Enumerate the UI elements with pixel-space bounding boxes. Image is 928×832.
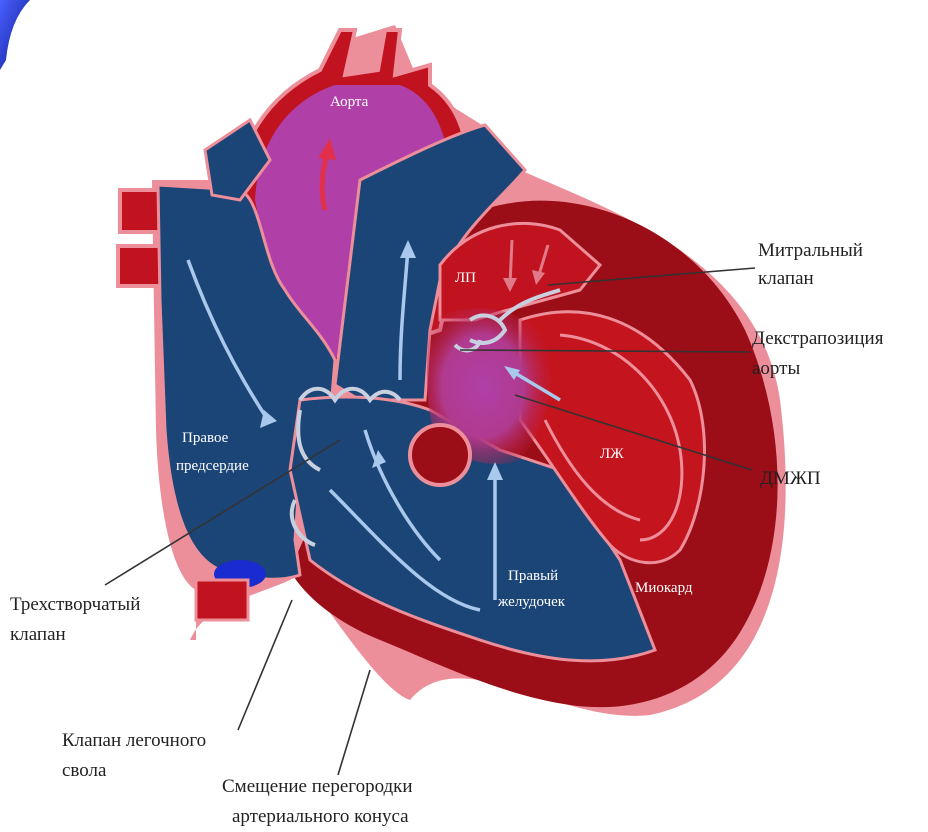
label-tricuspid-1: Трехстворчатый [10, 594, 140, 615]
inferior-vena-cava [196, 580, 248, 620]
label-dextro-2: аорты [752, 358, 800, 379]
label-right-atrium-2: предсердие [176, 458, 249, 474]
label-vsd: ДМЖП [760, 468, 821, 489]
label-left-atrium: ЛП [455, 270, 476, 286]
label-aorta: Аорта [330, 94, 369, 110]
label-tricuspid-2: клапан [10, 624, 66, 645]
label-left-ventricle: ЛЖ [600, 446, 624, 462]
label-right-ventricle-1: Правый [508, 568, 558, 584]
label-pulmonary-valve-1: Клапан легочного [62, 730, 206, 751]
label-dextro-1: Декстрапозиция [752, 328, 884, 349]
label-septum-shift-1: Смещение перегородки [222, 776, 413, 797]
label-mitral-1: Митральный [758, 240, 863, 261]
label-right-ventricle-2: желудочек [497, 594, 566, 610]
label-mitral-2: клапан [758, 268, 814, 289]
septal-defect-circle [410, 425, 470, 485]
corner-accent [0, 0, 30, 70]
label-septum-shift-2: артериального конуса [232, 806, 409, 827]
label-pulmonary-valve-2: свола [62, 760, 107, 781]
label-myocardium: Миокард [635, 580, 693, 596]
label-right-atrium-1: Правое [182, 430, 229, 446]
